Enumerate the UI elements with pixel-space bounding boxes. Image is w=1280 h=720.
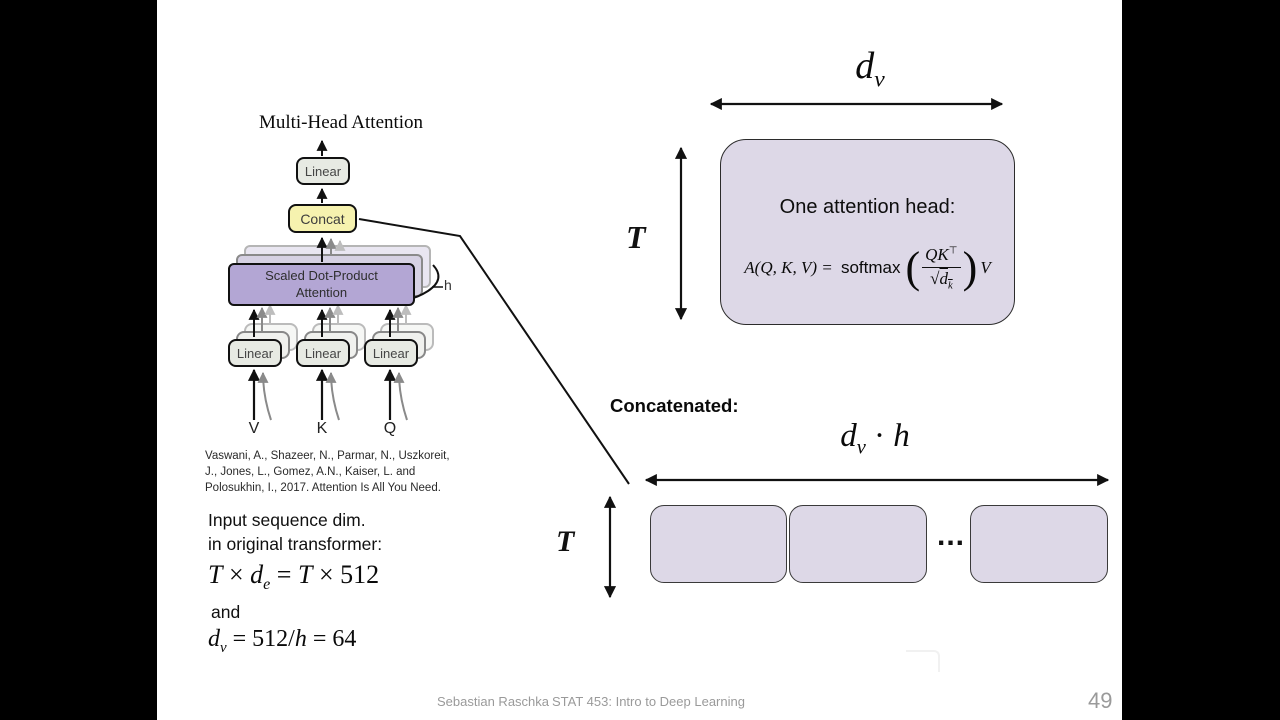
citation: Vaswani, A., Shazeer, N., Parmar, N., Us… xyxy=(205,449,473,497)
mha-diagram-title: Multi-Head Attention xyxy=(258,112,424,133)
dim-formula: T × de = T × 512 xyxy=(208,560,380,594)
citation-line-2: J., Jones, L., Gomez, A.N., Kaiser, L. a… xyxy=(205,465,416,478)
linear-q-box: Linear xyxy=(364,339,418,367)
dvh-dimension-label: dv · h xyxy=(840,418,910,459)
concat-head-box-1 xyxy=(650,505,787,583)
note-line-1: Input sequence dim. xyxy=(208,510,366,530)
citation-line-3: Polosukhin, I., 2017. Attention Is All Y… xyxy=(205,481,441,494)
letterbox-right xyxy=(1122,0,1280,720)
concat-label: Concat xyxy=(300,210,345,227)
linear-top-label: Linear xyxy=(304,163,342,179)
page-number: 49 xyxy=(1088,688,1113,713)
vkq-input-arrows xyxy=(247,368,408,421)
dv-dimension-label: dv xyxy=(855,45,885,93)
dv-formula: dv = 512/h = 64 xyxy=(208,626,357,656)
linear-v-label: Linear xyxy=(236,345,274,361)
ellipsis-dots: ... xyxy=(936,519,965,552)
and-text: and xyxy=(211,602,241,622)
letterbox-left xyxy=(0,0,157,720)
linear-top-box: Linear xyxy=(296,157,350,185)
input-label-v: V xyxy=(248,420,260,437)
input-label-q: Q xyxy=(383,420,397,437)
citation-line-1: Vaswani, A., Shazeer, N., Parmar, N., Us… xyxy=(205,450,450,462)
concat-head-box-2 xyxy=(789,505,927,583)
note-line-2: in original transformer: xyxy=(208,534,383,554)
linear-k-label: Linear xyxy=(304,345,342,361)
concat-box: Concat xyxy=(288,204,357,233)
attention-formula: A(Q, K, V) = softmax(QK⊤√dk)V xyxy=(744,243,991,293)
t-dimension-label-concat: T xyxy=(556,525,575,558)
sdpa-label-line2: Attention xyxy=(295,284,348,300)
h-heads-label: h xyxy=(444,277,452,293)
linear-v-box: Linear xyxy=(228,339,282,367)
sdpa-label-line1: Scaled Dot-Product xyxy=(265,268,378,284)
t-dimension-label-head: T xyxy=(626,219,646,255)
attention-head-box: One attention head: A(Q, K, V) = softmax… xyxy=(720,139,1015,325)
sdpa-box: Scaled Dot-Product Attention xyxy=(228,263,415,306)
input-label-k: K xyxy=(316,420,328,437)
linear-q-label: Linear xyxy=(372,345,410,361)
concat-head-box-n xyxy=(970,505,1108,583)
attention-head-title: One attention head: xyxy=(779,196,956,218)
footer-author: Sebastian Raschka xyxy=(437,694,550,709)
faint-box-artifact xyxy=(906,650,940,672)
concatenated-label: Concatenated: xyxy=(610,395,739,416)
footer-course: STAT 453: Intro to Deep Learning xyxy=(552,694,745,709)
linear-k-box: Linear xyxy=(296,339,350,367)
